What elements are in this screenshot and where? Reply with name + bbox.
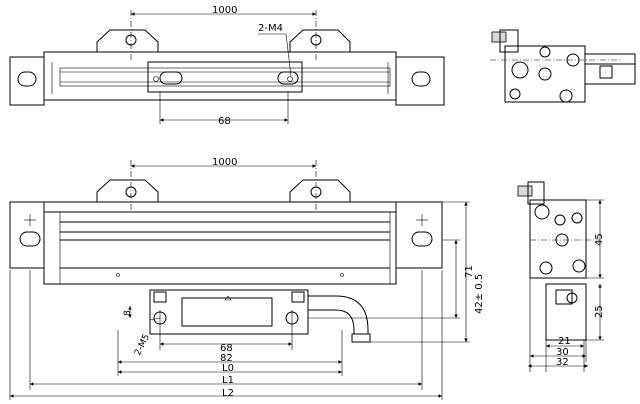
dim-front-l2: L2 [222,388,234,399]
dim-side-32: 32 [556,357,569,368]
front-view: 1000 8 2-M5 68 82 L0 L1 L2 42± 0.5 71 [9,157,485,400]
dim-side-25: 25 [594,305,605,318]
dim-front-l0: L0 [222,363,234,374]
dim-front-68: 68 [220,343,233,354]
dim-front-l1: L1 [222,375,234,386]
dim-front-1000: 1000 [212,157,237,168]
top-view: 1000 2-M4 68 [9,5,445,127]
dim-front-42: 42± 0.5 [474,274,485,314]
dim-side-21: 21 [558,336,571,347]
dim-top-1000: 1000 [212,5,237,16]
dim-front-71: 71 [464,265,475,278]
bottom-side-view: 45 25 21 30 32 [517,181,605,372]
label-2-m5: 2-M5 [133,333,152,358]
dim-side-30: 30 [556,347,569,358]
top-side-view [490,29,636,103]
dim-top-68: 68 [218,116,231,127]
dim-front-82: 82 [220,353,233,364]
dim-side-45: 45 [594,233,605,246]
dim-front-8: 8 [123,310,133,316]
label-2-m4: 2-M4 [258,23,283,34]
